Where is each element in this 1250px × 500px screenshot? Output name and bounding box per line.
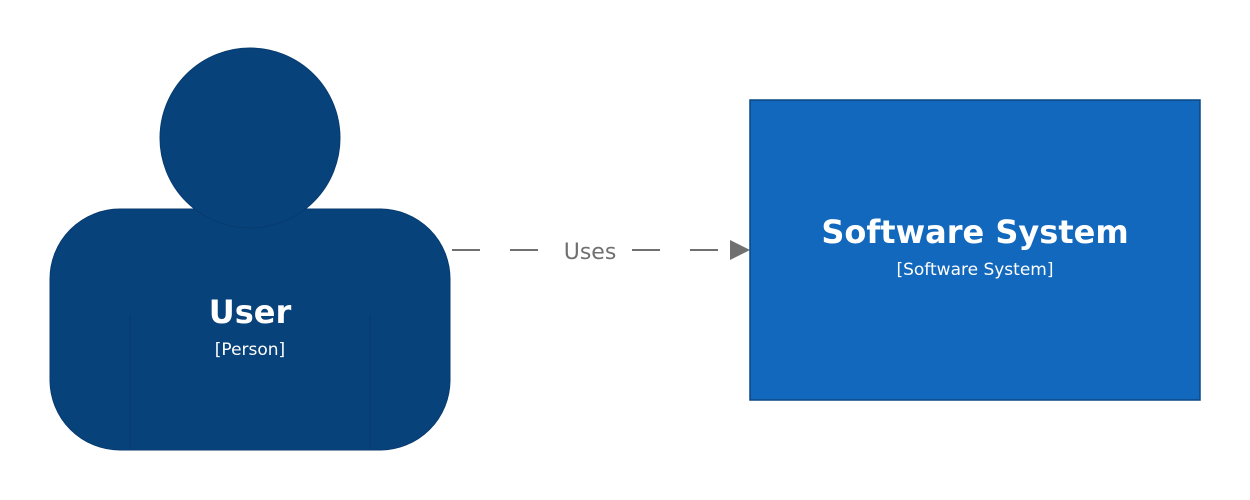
arrowhead-icon — [730, 240, 750, 260]
relationship-edge[interactable]: Uses — [452, 240, 750, 265]
software-system-type-label: [Software System] — [896, 260, 1053, 280]
software-system-node[interactable]: Software System [Software System] — [749, 99, 1201, 401]
person-head — [159, 47, 341, 229]
person-type-label: [Person] — [215, 340, 285, 360]
relationship-label: Uses — [564, 240, 617, 265]
software-system-name: Software System — [821, 213, 1128, 251]
person-name: User — [209, 293, 292, 331]
person-node[interactable]: User [Person] — [49, 47, 451, 451]
software-system-box — [749, 99, 1201, 401]
